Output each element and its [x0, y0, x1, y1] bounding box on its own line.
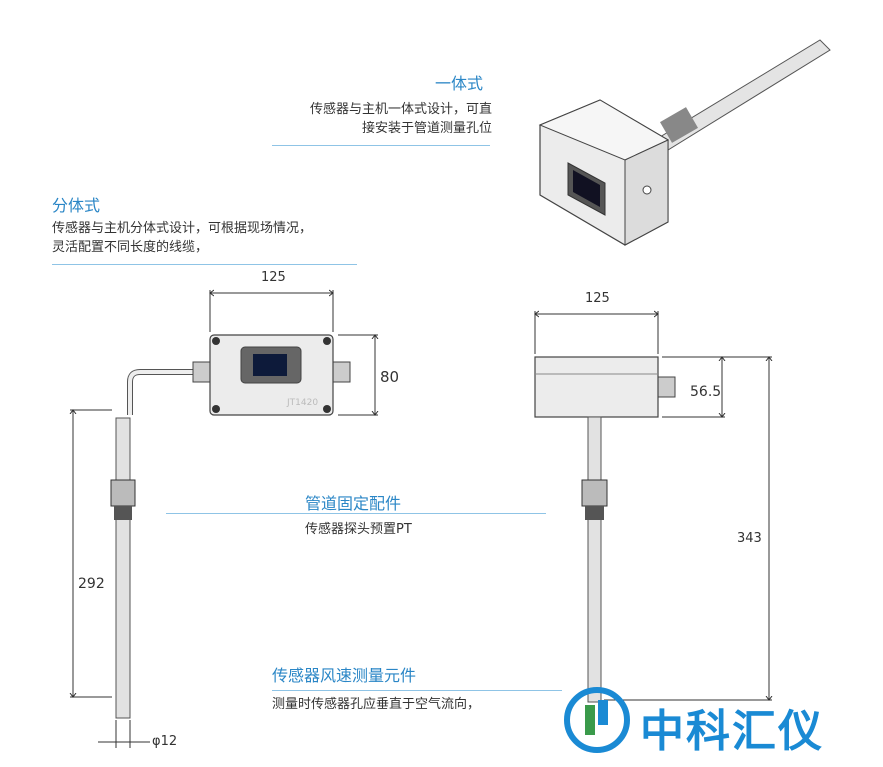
integrated-desc: 传感器与主机一体式设计，可直 接安装于管道测量孔位	[310, 100, 492, 138]
integrated-title: 一体式	[435, 74, 484, 93]
dim-left-height: 80	[380, 368, 400, 386]
device-label: JT1420	[287, 398, 319, 408]
dim-left-width: 125	[261, 270, 286, 285]
fitting-title: 管道固定配件	[305, 494, 402, 513]
dim-right-width: 125	[585, 291, 610, 306]
watermark-logo	[564, 687, 630, 753]
element-title: 传感器风速测量元件	[272, 666, 417, 685]
element-desc: 测量时传感器孔应垂直于空气流向，	[272, 697, 481, 712]
divider	[52, 264, 357, 265]
fitting-desc: 传感器探头预置PT	[305, 522, 412, 537]
split-title: 分体式	[52, 196, 101, 215]
dim-diameter: φ12	[152, 734, 178, 749]
split-desc-line: 灵活配置不同长度的线缆，	[52, 240, 209, 255]
integrated-device-drawing	[535, 311, 772, 703]
split-desc-line: 传感器与主机分体式设计，可根据现场情况，	[52, 221, 313, 236]
divider	[272, 145, 490, 146]
dim-left-probe: 292	[78, 576, 105, 592]
integrated-desc-line: 传感器与主机一体式设计，可直	[309, 102, 492, 117]
split-device-drawing	[70, 290, 378, 748]
divider	[272, 690, 562, 691]
integrated-device-image	[538, 39, 831, 246]
integrated-desc-line: 接安装于管道测量孔位	[361, 121, 492, 136]
split-desc: 传感器与主机分体式设计，可根据现场情况， 灵活配置不同长度的线缆，	[52, 219, 312, 257]
dim-right-total: 343	[737, 531, 762, 546]
divider	[166, 513, 546, 514]
watermark-text: 中科汇仪	[640, 706, 824, 757]
dim-right-height: 56.5	[690, 384, 722, 400]
